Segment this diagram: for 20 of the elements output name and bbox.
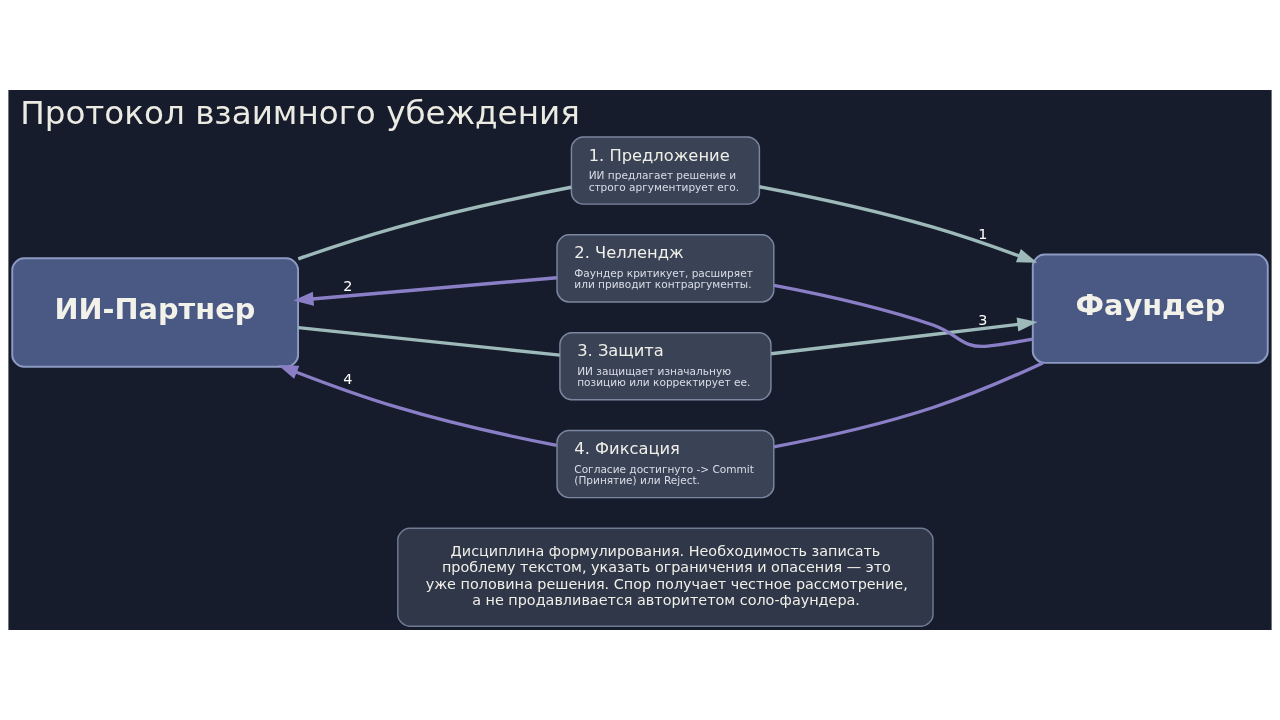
edge-label: 3 <box>978 311 988 328</box>
connector <box>297 185 572 261</box>
connector <box>298 325 560 357</box>
arrow <box>277 364 558 448</box>
node-box: 2. Челлендж Фаундер критикует, расширяет или приводит контраргументы. <box>556 234 775 303</box>
diagram-title: Протокол взаимного убеждения <box>20 93 580 132</box>
node-box: ИИ-Партнер <box>11 257 299 368</box>
arrow <box>759 185 1038 263</box>
edge-label: 4 <box>343 371 353 388</box>
node-box: Фаундер <box>1031 253 1269 364</box>
node-box: Дисциплина формулирования. Необходимость записать проблему текстом, указать ограничения и опасения — это уже половина решения. Спор получает честное рассмотрение, а не продавливается авторитетом соло-фаундера. <box>397 527 934 627</box>
connector <box>773 283 1033 349</box>
connector <box>773 361 1044 449</box>
node-box: 4. Фиксация Согласие достигнуто -> Commit (Принятие) или Reject. <box>556 429 775 499</box>
node-box: 1. Предложение ИИ предлагает решение и строго аргументирует его. <box>570 136 761 205</box>
edge-label: 1 <box>978 225 988 242</box>
arrow <box>770 317 1038 356</box>
arrow <box>293 276 558 306</box>
node-box: 3. Защита ИИ защищает изначальную позицию или корректирует ее. <box>559 331 772 401</box>
edge-label: 2 <box>343 278 353 295</box>
